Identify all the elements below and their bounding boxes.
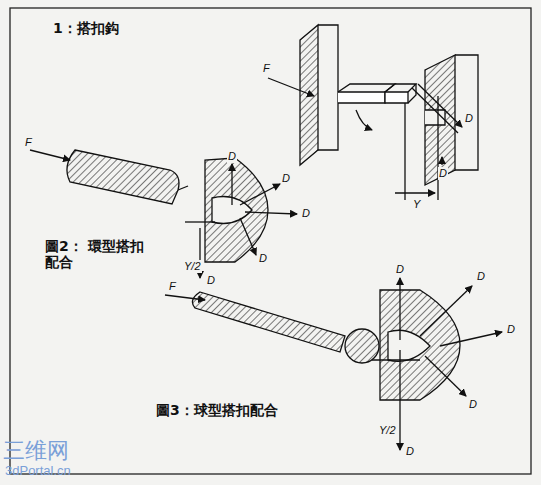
direction-label: D	[506, 323, 516, 336]
figure-caption: 圖2： 環型搭扣配合	[44, 238, 158, 270]
deflection-label: Y/2	[183, 260, 202, 273]
direction-label: D	[464, 112, 474, 125]
watermark: 三维网	[2, 438, 70, 463]
watermark: 3dPortal.cn	[4, 464, 72, 479]
deflection-label: Y	[412, 198, 421, 211]
figure-caption: 圖3：球型搭扣配合	[155, 402, 279, 418]
deflection-label: Y/2	[378, 424, 397, 437]
caption-title: 1：搭扣鈎	[52, 20, 120, 36]
direction-label: D	[258, 252, 268, 265]
force-label: F	[262, 62, 271, 75]
direction-label: D	[405, 445, 415, 458]
direction-label: D	[438, 167, 448, 180]
direction-label: D	[281, 172, 291, 185]
direction-label: D	[476, 270, 486, 283]
force-label: F	[24, 136, 33, 149]
direction-label: D	[395, 263, 405, 276]
direction-label: D	[206, 274, 216, 287]
direction-label: D	[301, 207, 311, 220]
direction-label: D	[227, 150, 237, 163]
force-label: F	[168, 280, 177, 293]
direction-label: D	[468, 398, 478, 411]
